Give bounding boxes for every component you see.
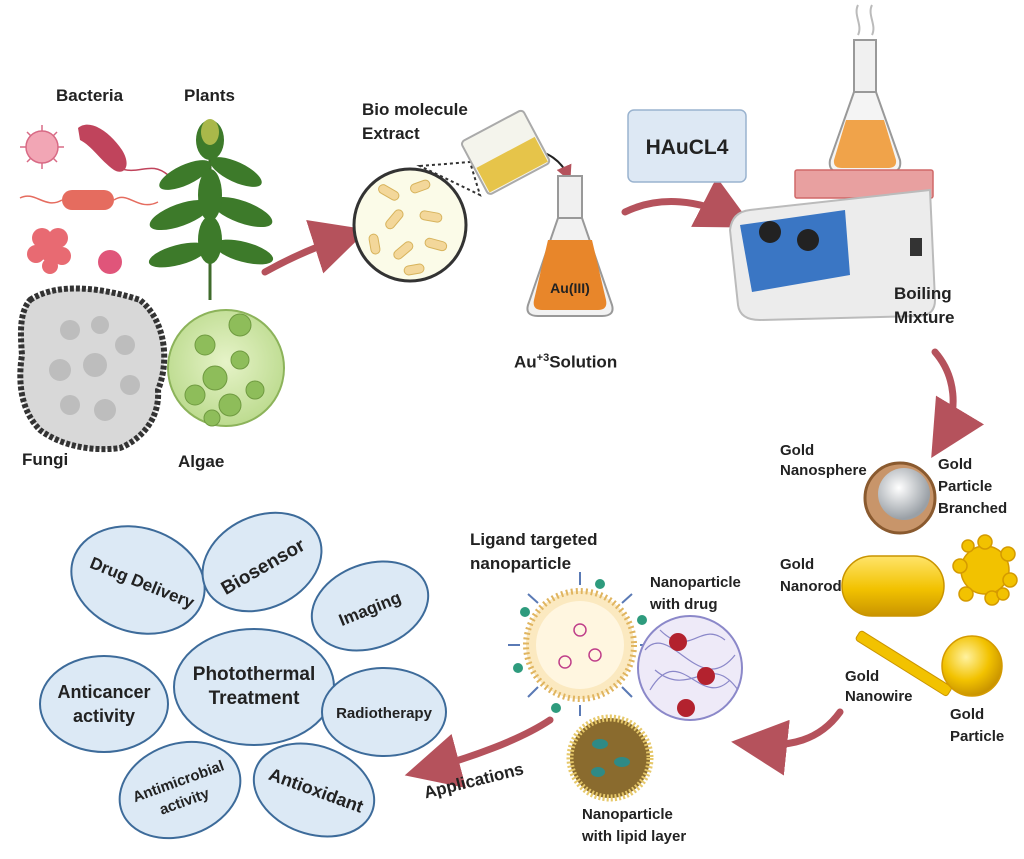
label-extract-l1: Bio molecule: [362, 100, 468, 119]
gold-nanorod: [841, 555, 945, 617]
label-nanosphere-l2: Nanosphere: [780, 462, 867, 479]
petal-drug-delivery: [70, 525, 206, 635]
label-extract-l2: Extract: [362, 124, 420, 143]
label-drug-np-l2: with drug: [650, 596, 718, 613]
gold-nanosphere: [863, 461, 937, 535]
zoom-lines: [416, 160, 482, 197]
app-anticancer-l2: activity: [73, 706, 135, 726]
label-drug-np-l1: Nanoparticle: [650, 574, 741, 591]
gold-branched: [952, 534, 1018, 606]
petal-antioxidant: [252, 742, 376, 838]
label-branched-l2: Particle: [938, 478, 993, 495]
petal-anticancer: [39, 655, 169, 753]
app-photothermal-l2: Treatment: [209, 688, 300, 709]
label-bacteria: Bacteria: [56, 86, 124, 105]
hotplate-icon: [728, 4, 937, 322]
petal-imaging: [310, 560, 430, 652]
lipid-nanoparticle: [566, 714, 654, 802]
label-nanowire-l2: Nanowire: [845, 688, 913, 705]
label-plants: Plants: [184, 86, 236, 105]
label-particle-l1: Gold: [950, 706, 985, 723]
label-ligand-l2: nanoparticle: [470, 554, 572, 573]
algae-icon: [167, 309, 285, 427]
label-nanowire-l1: Gold: [845, 668, 880, 685]
flow-arrows: [261, 177, 985, 789]
label-lipid-np-l1: Nanoparticle: [582, 806, 673, 823]
drug-nanoparticle: [637, 615, 743, 721]
flask-au-label: Au(III): [550, 280, 590, 296]
gold-nanowire: [855, 630, 952, 697]
label-boiling-l1: Boiling: [894, 284, 952, 303]
solution-base: Au: [514, 352, 537, 372]
petal-biosensor: [201, 511, 323, 613]
solution-rest: Solution: [549, 352, 618, 372]
fungi-icon: [17, 285, 168, 453]
solution-sup: +3: [536, 352, 550, 364]
app-photothermal-l1: Photothermal: [193, 664, 315, 685]
ligand-nanoparticle: [508, 572, 652, 716]
reagent-box: [627, 109, 747, 183]
label-solution: Au+3Solution: [514, 352, 617, 372]
gold-particle: [941, 635, 1003, 697]
app-anticancer-l1: Anticancer: [57, 682, 150, 702]
beaker-icon: [461, 109, 551, 195]
label-ligand-l1: Ligand targeted: [470, 530, 598, 549]
bacteria-rod-icon: [19, 124, 169, 274]
label-branched-l1: Gold: [938, 456, 973, 473]
reagent-label: HAuCL4: [646, 136, 729, 159]
petal-antimicrobial: [118, 740, 242, 840]
plant-icon: [148, 119, 274, 300]
label-boiling-l2: Mixture: [894, 308, 955, 327]
au-flask-icon: [526, 175, 614, 317]
extract-circle: [352, 167, 468, 283]
label-nanorod-l1: Gold: [780, 556, 815, 573]
label-branched-l3: Branched: [938, 500, 1008, 517]
petal-photothermal: [173, 628, 335, 746]
label-fungi: Fungi: [22, 450, 69, 469]
bacteria-virus-icon: [20, 125, 64, 169]
label-particle-l2: Particle: [950, 728, 1005, 745]
application-petals: [39, 511, 447, 840]
label-algae: Algae: [178, 452, 225, 471]
label-nanorod-l2: Nanorod: [780, 578, 842, 595]
label-lipid-np-l2: with lipid layer: [582, 828, 687, 845]
label-nanosphere-l1: Gold: [780, 442, 815, 459]
app-radiotherapy: Radiotherapy: [336, 705, 433, 722]
petal-radiotherapy: [321, 667, 447, 757]
